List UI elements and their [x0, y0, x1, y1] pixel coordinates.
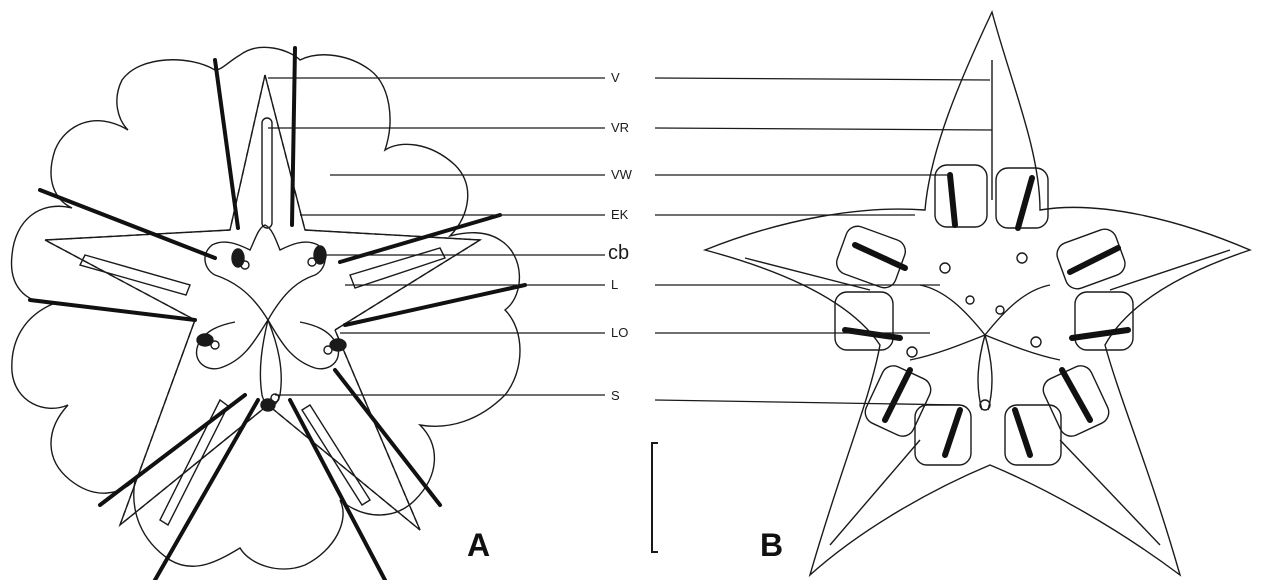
- label-lo: LO: [611, 326, 628, 339]
- flower-b: [705, 12, 1250, 575]
- label-v: V: [611, 71, 620, 84]
- label-cb: cb: [608, 243, 629, 263]
- label-vr: VR: [611, 121, 629, 134]
- leader-lines: [268, 78, 992, 405]
- panel-label-a: A: [467, 529, 490, 561]
- flower-b-corolla-star: [705, 12, 1250, 575]
- scale-bar: [652, 443, 658, 552]
- panel-label-b: B: [760, 529, 783, 561]
- label-ek: EK: [611, 208, 628, 221]
- label-s: S: [611, 389, 620, 402]
- label-vw: VW: [611, 168, 632, 181]
- label-l: L: [611, 278, 618, 291]
